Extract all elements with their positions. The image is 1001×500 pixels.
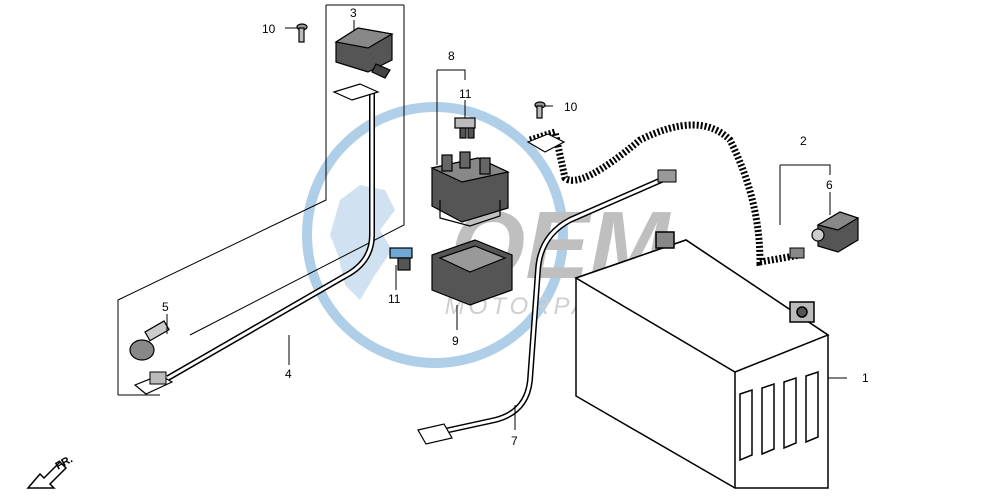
negative-cable (133, 83, 380, 395)
assembly-guide-lines (117, 4, 405, 396)
battery-band-holder (811, 211, 860, 253)
terminal-cover (334, 27, 394, 79)
callout-battery: 1 (862, 371, 869, 385)
relay-holder (431, 239, 513, 306)
fuse-lower (389, 247, 413, 271)
direction-label: FR. (54, 453, 75, 472)
callout-battery-band-holder: 6 (826, 178, 833, 192)
cap-bolt (129, 320, 170, 361)
callout-terminal-cover: 3 (350, 6, 357, 20)
bolt-right (534, 101, 546, 119)
watermark-continent (330, 185, 395, 300)
callout-starter-relay-assy: 8 (448, 49, 455, 63)
front-direction-indicator: FR. (26, 453, 75, 489)
band-cable (526, 121, 805, 267)
callout-relay-holder: 9 (452, 334, 459, 348)
watermark-globe (302, 102, 568, 368)
bolt-left (296, 23, 308, 43)
callout-negative-cable: 4 (285, 367, 292, 381)
callout-battery-cover-assy: 2 (800, 134, 807, 148)
starter-relay (430, 151, 510, 227)
callout-positive-cable: 7 (511, 434, 518, 448)
callout-bolt-left: 10 (262, 22, 276, 36)
callout-fuse-upper: 11 (459, 87, 472, 101)
arrow-down-left-icon (26, 460, 68, 489)
positive-cable (417, 169, 677, 445)
callout-cap-bolt: 5 (162, 300, 169, 314)
battery (574, 231, 830, 489)
callout-fuse-lower: 11 (388, 292, 401, 306)
callout-bolt-right: 10 (564, 100, 578, 114)
fuse-upper (454, 117, 476, 139)
leader-lines (166, 20, 847, 430)
